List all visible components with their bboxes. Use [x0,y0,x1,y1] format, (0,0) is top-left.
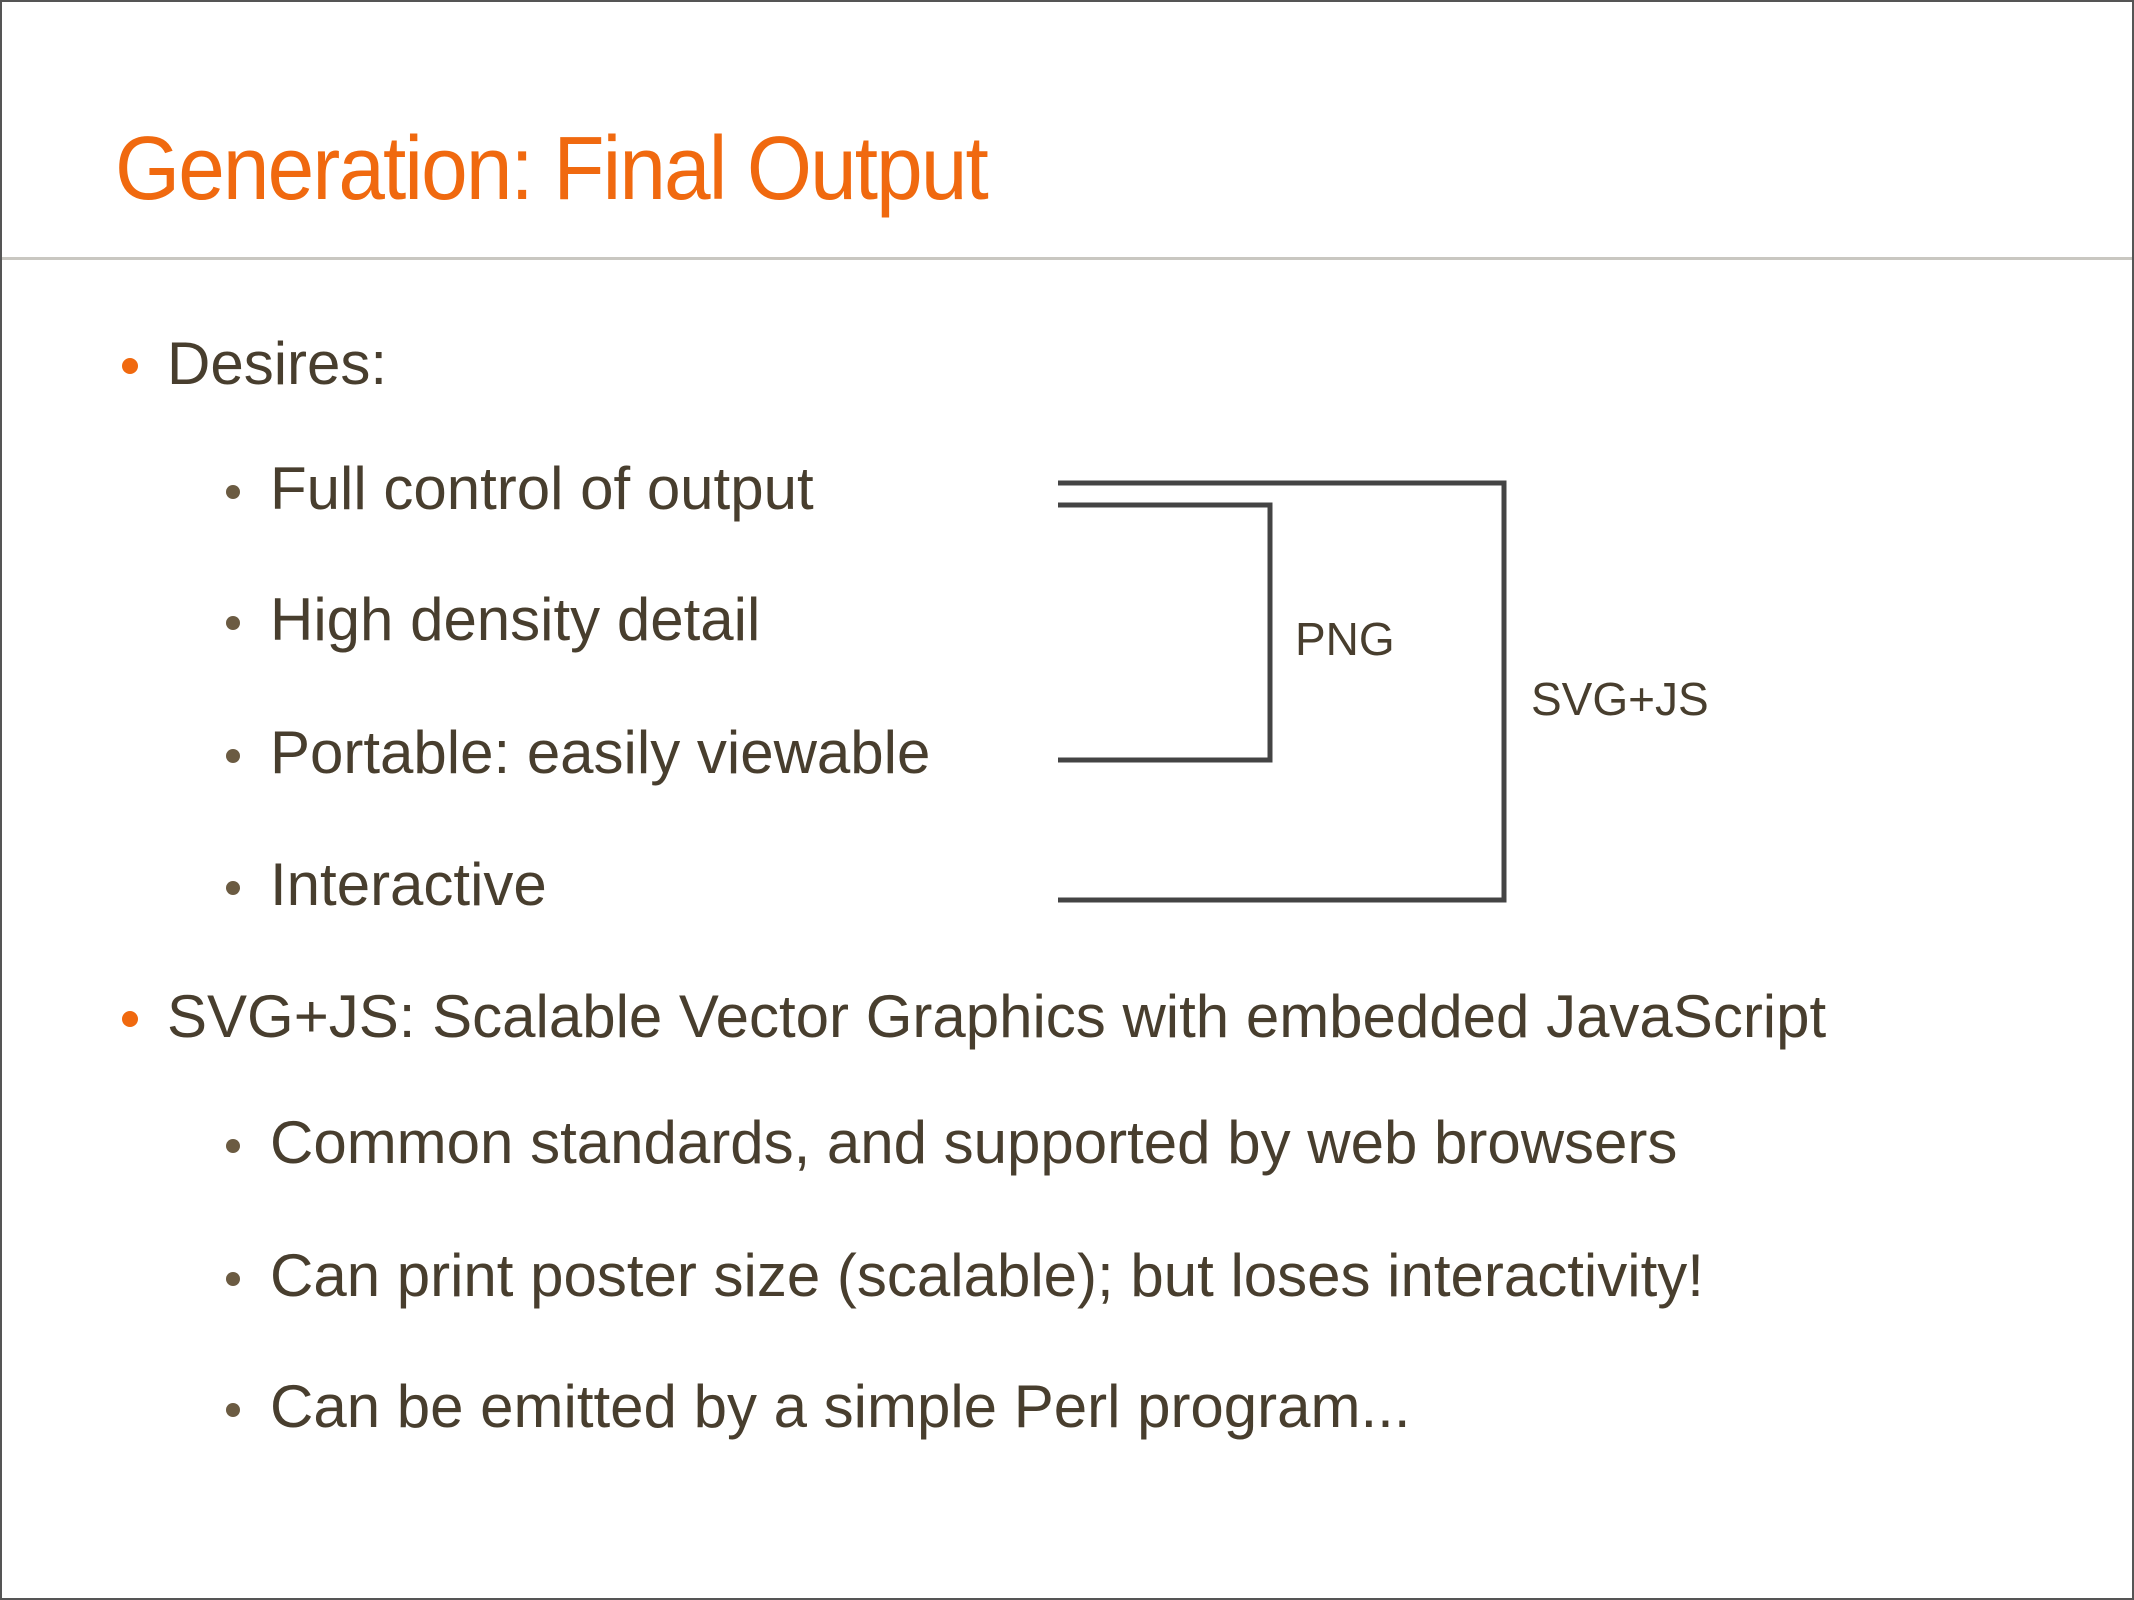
sub-bullet-icon [226,1272,240,1286]
sub-bullet-icon [226,485,240,499]
svgjs-bracket [1058,480,1507,903]
sub-bullet: Full control of output [270,455,814,522]
bullet-desires: Desires: [167,330,388,397]
bullet-icon [122,358,138,374]
png-label: PNG [1295,613,1395,665]
sub-bullet-icon [226,1403,240,1417]
sub-bullet-icon [226,1139,240,1153]
sub-bullet: Interactive [270,851,547,918]
sub-bullet-icon [226,749,240,763]
sub-bullet-icon [226,616,240,630]
sub-bullet: High density detail [270,586,761,653]
bullet-icon [122,1011,138,1027]
sub-bullet: Portable: easily viewable [270,719,931,786]
png-bracket [1058,502,1273,763]
sub-bullet: Can print poster size (scalable); but lo… [270,1242,1704,1309]
title-divider [2,257,2132,260]
sub-bullet-icon [226,881,240,895]
slide-title: Generation: Final Output [115,119,989,219]
sub-bullet: Can be emitted by a simple Perl program.… [270,1373,1411,1440]
svgjs-label: SVG+JS [1531,673,1709,725]
sub-bullet: Common standards, and supported by web b… [270,1109,1678,1176]
bullet-svgjs: SVG+JS: Scalable Vector Graphics with em… [167,983,1827,1050]
